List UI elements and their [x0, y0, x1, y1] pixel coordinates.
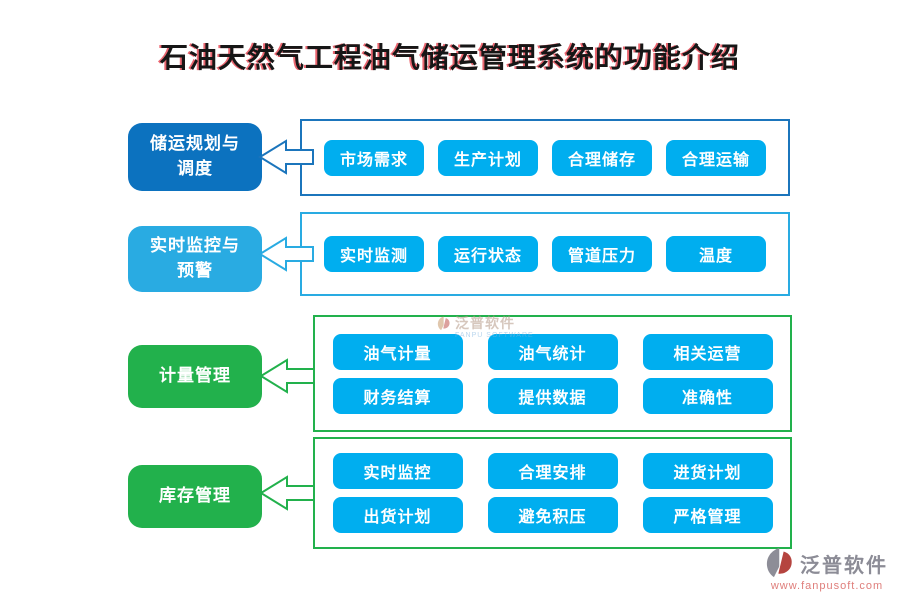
feature-item: 管道压力 [552, 236, 652, 272]
arrow-left-icon [258, 236, 314, 272]
feature-item: 生产计划 [438, 139, 538, 176]
feature-item: 合理运输 [666, 139, 766, 176]
brand-url: www.fanpusoft.com [770, 580, 884, 592]
feature-item: 严格管理 [642, 497, 773, 533]
feature-item: 油气统计 [487, 333, 618, 370]
feature-item: 准确性 [642, 377, 773, 414]
page-title: 石油天然气工程油气储运管理系统的功能介绍 [159, 42, 740, 73]
arrow-left-icon [259, 475, 315, 511]
category-box-metering: 计量管理 [128, 345, 262, 408]
category-box-inventory: 库存管理 [128, 465, 262, 528]
feature-item: 实时监测 [324, 236, 424, 272]
feature-group-storage-planning: 市场需求 生产计划 合理储存 合理运输 [300, 119, 790, 196]
feature-group-monitoring: 实时监测 运行状态 管道压力 温度 [300, 212, 790, 296]
feature-item: 出货计划 [332, 497, 463, 533]
feature-item: 温度 [666, 236, 766, 272]
fanpu-logo-icon [766, 548, 792, 578]
feature-item: 合理安排 [487, 453, 618, 489]
feature-item: 油气计量 [332, 333, 463, 370]
feature-item: 市场需求 [324, 139, 424, 176]
brand-name: 泛普软件 [800, 554, 888, 577]
feature-group-metering: 油气计量 油气统计 相关运营 财务结算 提供数据 准确性 [313, 315, 792, 432]
arrow-left-icon [258, 139, 314, 175]
arrow-left-icon [259, 358, 315, 394]
feature-item: 财务结算 [332, 377, 463, 414]
footer-brand: 泛普软件 www.fanpusoft.com [766, 547, 888, 592]
feature-item: 运行状态 [438, 236, 538, 272]
feature-item: 相关运营 [642, 333, 773, 370]
feature-item: 提供数据 [487, 377, 618, 414]
feature-item: 实时监控 [332, 453, 463, 489]
feature-item: 进货计划 [642, 453, 773, 489]
feature-group-inventory: 实时监控 合理安排 进货计划 出货计划 避免积压 严格管理 [313, 437, 792, 549]
category-box-monitoring: 实时监控与 预警 [128, 226, 262, 292]
category-box-storage-planning: 储运规划与 调度 [128, 123, 262, 191]
feature-item: 合理储存 [552, 139, 652, 176]
feature-item: 避免积压 [487, 497, 618, 533]
